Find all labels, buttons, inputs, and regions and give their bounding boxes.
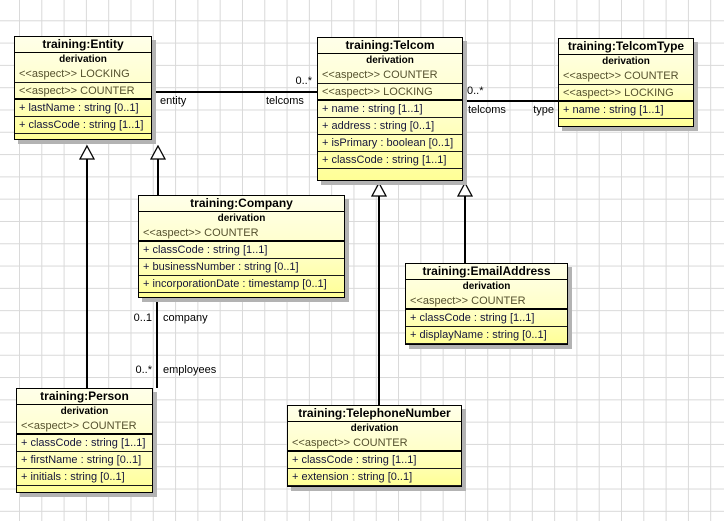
class-title[interactable]: training:TelephoneNumber [288, 406, 461, 422]
attribute-row[interactable]: + address : string [0..1] [318, 118, 462, 135]
aspect-row[interactable]: <<aspect>> COUNTER [406, 293, 567, 310]
attribute-row[interactable]: + classCode : string [1..1] [139, 242, 344, 259]
class-box-training-emailaddress[interactable]: training:EmailAddress derivation <<aspec… [405, 263, 568, 345]
multiplicity-label-company[interactable]: 0..1 [133, 312, 152, 324]
class-box-training-telephonenumber[interactable]: training:TelephoneNumber derivation <<as… [287, 405, 462, 487]
class-title[interactable]: training:Telcom [318, 38, 462, 54]
attribute-row[interactable]: + name : string [1..1] [318, 101, 462, 118]
class-subtitle: derivation [462, 281, 511, 292]
association-entity-telcoms[interactable] [152, 91, 317, 93]
attribute-row[interactable]: + incorporationDate : timestamp [0..1] [139, 276, 344, 293]
class-box-training-telcom[interactable]: training:Telcom derivation <<aspect>> CO… [317, 37, 463, 181]
class-box-training-telcomtype[interactable]: training:TelcomType derivation <<aspect>… [558, 38, 694, 127]
generalization-person-entity[interactable] [86, 159, 88, 388]
aspect-row[interactable]: <<aspect>> COUNTER [17, 418, 152, 435]
class-title[interactable]: training:Person [17, 389, 152, 405]
aspect-row[interactable]: <<aspect>> COUNTER [15, 83, 151, 100]
class-box-training-entity[interactable]: training:Entity derivation <<aspect>> LO… [14, 36, 152, 140]
class-title[interactable]: training:TelcomType [559, 39, 693, 55]
multiplicity-label-type[interactable]: 0..* [467, 85, 484, 97]
attribute-row[interactable]: + classCode : string [1..1] [318, 152, 462, 169]
attribute-row[interactable]: + classCode : string [1..1] [406, 310, 567, 327]
aspect-row[interactable]: <<aspect>> LOCKING [318, 84, 462, 101]
class-subtitle: derivation [217, 213, 266, 224]
class-subtitle: derivation [350, 423, 399, 434]
attribute-row[interactable]: + lastName : string [0..1] [15, 100, 151, 117]
role-label-telcoms-2[interactable]: telcoms [468, 104, 506, 116]
class-subtitle: derivation [59, 54, 107, 65]
class-subtitle: derivation [602, 56, 650, 67]
generalization-emailaddress-telcom[interactable] [464, 196, 466, 263]
generalization-arrowhead [150, 145, 166, 160]
attribute-row[interactable]: + firstName : string [0..1] [17, 452, 152, 469]
association-company-person[interactable] [156, 298, 158, 388]
class-body-filler [139, 293, 344, 297]
aspect-row[interactable]: <<aspect>> COUNTER [288, 435, 461, 452]
class-box-training-person[interactable]: training:Person derivation <<aspect>> CO… [16, 388, 153, 493]
attribute-row[interactable]: + classCode : string [1..1] [17, 435, 152, 452]
attribute-row[interactable]: + extension : string [0..1] [288, 469, 461, 486]
role-label-telcoms[interactable]: telcoms [266, 95, 304, 107]
multiplicity-label-employees[interactable]: 0..* [135, 364, 152, 376]
aspect-row[interactable]: <<aspect>> COUNTER [139, 225, 344, 242]
attribute-row[interactable]: + name : string [1..1] [559, 102, 693, 119]
class-body-filler [15, 134, 151, 139]
class-title[interactable]: training:Entity [15, 37, 151, 53]
attribute-row[interactable]: + classCode : string [1..1] [15, 117, 151, 134]
multiplicity-label-telcoms[interactable]: 0..* [295, 75, 312, 87]
generalization-arrowhead [79, 145, 95, 160]
role-label-type[interactable]: type [533, 104, 554, 116]
generalization-arrowhead [371, 182, 387, 197]
attribute-row[interactable]: + initials : string [0..1] [17, 469, 152, 486]
association-telcom-type[interactable] [463, 100, 558, 102]
aspect-row[interactable]: <<aspect>> LOCKING [559, 85, 693, 102]
class-body-filler [318, 169, 462, 180]
aspect-row[interactable]: <<aspect>> COUNTER [559, 68, 693, 85]
aspect-row[interactable]: <<aspect>> LOCKING [15, 66, 151, 83]
class-subtitle: derivation [60, 406, 109, 417]
class-body-filler [559, 119, 693, 126]
role-label-company[interactable]: company [163, 312, 208, 324]
generalization-company-entity[interactable] [157, 159, 159, 196]
attribute-row[interactable]: + isPrimary : boolean [0..1] [318, 135, 462, 152]
attribute-row[interactable]: + classCode : string [1..1] [288, 452, 461, 469]
generalization-telephonenumber-telcom[interactable] [378, 196, 380, 405]
role-label-employees[interactable]: employees [163, 364, 217, 376]
role-label-entity[interactable]: entity [160, 95, 187, 107]
class-subtitle: derivation [366, 55, 414, 66]
class-body-filler [17, 486, 152, 492]
generalization-arrowhead [457, 182, 473, 197]
aspect-row[interactable]: <<aspect>> COUNTER [318, 67, 462, 84]
attribute-row[interactable]: + businessNumber : string [0..1] [139, 259, 344, 276]
attribute-row[interactable]: + displayName : string [0..1] [406, 327, 567, 344]
class-title[interactable]: training:Company [139, 196, 344, 212]
class-title[interactable]: training:EmailAddress [406, 264, 567, 280]
class-box-training-company[interactable]: training:Company derivation <<aspect>> C… [138, 195, 345, 298]
